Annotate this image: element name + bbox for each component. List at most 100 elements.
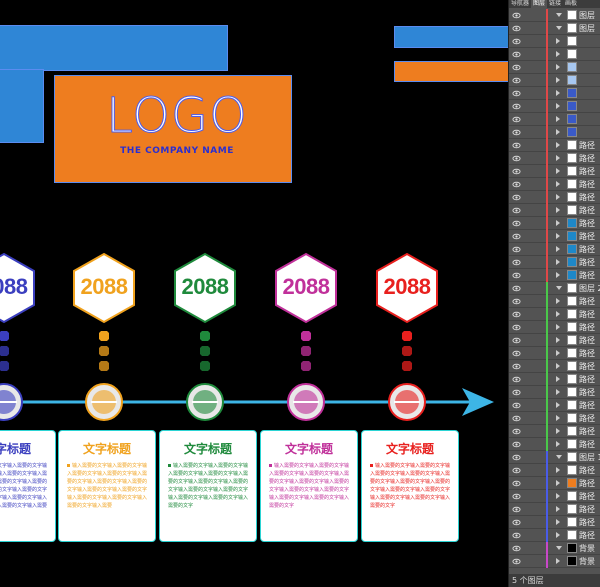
layer-group-row[interactable]: 图层 <box>509 9 600 22</box>
eye-icon[interactable] <box>512 102 521 111</box>
logo-box[interactable]: LOGO THE COMPANY NAME <box>54 75 292 183</box>
eye-icon[interactable] <box>512 76 521 85</box>
layer-item-row[interactable]: 路径 <box>509 165 600 178</box>
milestone-hexagon[interactable]: 2088 <box>274 252 338 324</box>
chevron-right-icon[interactable] <box>556 363 560 369</box>
chevron-right-icon[interactable] <box>556 376 560 382</box>
chevron-right-icon[interactable] <box>556 480 560 486</box>
chevron-right-icon[interactable] <box>556 181 560 187</box>
eye-icon[interactable] <box>512 427 521 436</box>
chevron-right-icon[interactable] <box>556 77 560 83</box>
chevron-right-icon[interactable] <box>556 324 560 330</box>
layer-item-row[interactable]: 路径 <box>509 464 600 477</box>
chevron-right-icon[interactable] <box>556 337 560 343</box>
milestone-card[interactable]: 文字标题输入需要的文字输入需要的文字输入需要的文字输入需要的文字输入需要的文字输… <box>0 430 56 542</box>
eye-icon[interactable] <box>512 349 521 358</box>
layer-item-row[interactable] <box>509 87 600 100</box>
eye-icon[interactable] <box>512 375 521 384</box>
milestone-card[interactable]: 文字标题输入需要的文字输入需要的文字输入需要的文字输入需要的文字输入需要的文字输… <box>58 430 156 542</box>
layer-item-row[interactable] <box>509 48 600 61</box>
eye-icon[interactable] <box>512 414 521 423</box>
layer-item-row[interactable] <box>509 100 600 113</box>
eye-icon[interactable] <box>512 297 521 306</box>
eye-icon[interactable] <box>512 310 521 319</box>
chevron-right-icon[interactable] <box>556 467 560 473</box>
eye-icon[interactable] <box>512 271 521 280</box>
chevron-right-icon[interactable] <box>556 116 560 122</box>
chevron-right-icon[interactable] <box>556 38 560 44</box>
layer-item-row[interactable]: 路径 <box>509 399 600 412</box>
layer-item-row[interactable]: 路径 <box>509 334 600 347</box>
chevron-down-icon[interactable] <box>556 546 562 550</box>
eye-icon[interactable] <box>512 180 521 189</box>
layer-item-row[interactable]: 路径 <box>509 321 600 334</box>
eye-icon[interactable] <box>512 128 521 137</box>
eye-icon[interactable] <box>512 115 521 124</box>
layer-item-row[interactable]: 路径 <box>509 243 600 256</box>
eye-icon[interactable] <box>512 232 521 241</box>
chevron-right-icon[interactable] <box>556 194 560 200</box>
chevron-right-icon[interactable] <box>556 155 560 161</box>
eye-icon[interactable] <box>512 531 521 540</box>
panel-tab[interactable]: 画板 <box>565 0 578 7</box>
layer-item-row[interactable]: 路径 <box>509 477 600 490</box>
layer-item-row[interactable]: 路径 <box>509 425 600 438</box>
eye-icon[interactable] <box>512 336 521 345</box>
eye-icon[interactable] <box>512 362 521 371</box>
eye-icon[interactable] <box>512 141 521 150</box>
chevron-right-icon[interactable] <box>556 220 560 226</box>
chevron-right-icon[interactable] <box>556 233 560 239</box>
chevron-right-icon[interactable] <box>556 51 560 57</box>
layer-item-row[interactable]: 路径 <box>509 139 600 152</box>
layer-item-row[interactable]: 路径 <box>509 204 600 217</box>
layer-item-row[interactable]: 路径 <box>509 360 600 373</box>
eye-icon[interactable] <box>512 401 521 410</box>
eye-icon[interactable] <box>512 440 521 449</box>
layer-item-row[interactable]: 路径 <box>509 516 600 529</box>
layer-item-row[interactable]: 路径 <box>509 269 600 282</box>
chevron-right-icon[interactable] <box>556 415 560 421</box>
orange-bar-right[interactable] <box>394 61 508 82</box>
eye-icon[interactable] <box>512 466 521 475</box>
chevron-right-icon[interactable] <box>556 142 560 148</box>
eye-icon[interactable] <box>512 24 521 33</box>
blue-bar-left[interactable] <box>0 69 44 143</box>
eye-icon[interactable] <box>512 323 521 332</box>
chevron-down-icon[interactable] <box>556 26 562 30</box>
chevron-right-icon[interactable] <box>556 246 560 252</box>
chevron-right-icon[interactable] <box>556 428 560 434</box>
eye-icon[interactable] <box>512 206 521 215</box>
chevron-right-icon[interactable] <box>556 506 560 512</box>
layer-item-row[interactable]: 路径 <box>509 295 600 308</box>
layer-item-row[interactable] <box>509 113 600 126</box>
layer-item-row[interactable]: 路径 <box>509 347 600 360</box>
eye-icon[interactable] <box>512 505 521 514</box>
layer-item-row[interactable] <box>509 74 600 87</box>
chevron-right-icon[interactable] <box>556 207 560 213</box>
chevron-down-icon[interactable] <box>556 13 562 17</box>
layer-item-row[interactable] <box>509 126 600 139</box>
milestone-hexagon[interactable]: 2088 <box>375 252 439 324</box>
eye-icon[interactable] <box>512 479 521 488</box>
layer-item-row[interactable]: 路径 <box>509 412 600 425</box>
milestone-hexagon[interactable]: 2088 <box>0 252 36 324</box>
chevron-right-icon[interactable] <box>556 389 560 395</box>
eye-icon[interactable] <box>512 89 521 98</box>
eye-icon[interactable] <box>512 37 521 46</box>
layer-item-row[interactable]: 路径 <box>509 373 600 386</box>
milestone-card[interactable]: 文字标题输入需要的文字输入需要的文字输入需要的文字输入需要的文字输入需要的文字输… <box>159 430 257 542</box>
artboard-canvas[interactable]: LOGO THE COMPANY NAME 2088 文字标题输入需要的文字输入需… <box>0 0 508 587</box>
chevron-right-icon[interactable] <box>556 64 560 70</box>
milestone-hexagon[interactable]: 2088 <box>173 252 237 324</box>
layer-item-row[interactable]: 路径 <box>509 230 600 243</box>
blue-bar-top-left[interactable] <box>0 25 228 71</box>
eye-icon[interactable] <box>512 284 521 293</box>
milestone-card[interactable]: 文字标题输入需要的文字输入需要的文字输入需要的文字输入需要的文字输入需要的文字输… <box>361 430 459 542</box>
chevron-right-icon[interactable] <box>556 90 560 96</box>
chevron-right-icon[interactable] <box>556 402 560 408</box>
panel-tab[interactable]: 图层 <box>531 0 548 8</box>
layer-item-row[interactable]: 路径 <box>509 529 600 542</box>
layer-item-row[interactable] <box>509 35 600 48</box>
eye-icon[interactable] <box>512 453 521 462</box>
chevron-right-icon[interactable] <box>556 259 560 265</box>
